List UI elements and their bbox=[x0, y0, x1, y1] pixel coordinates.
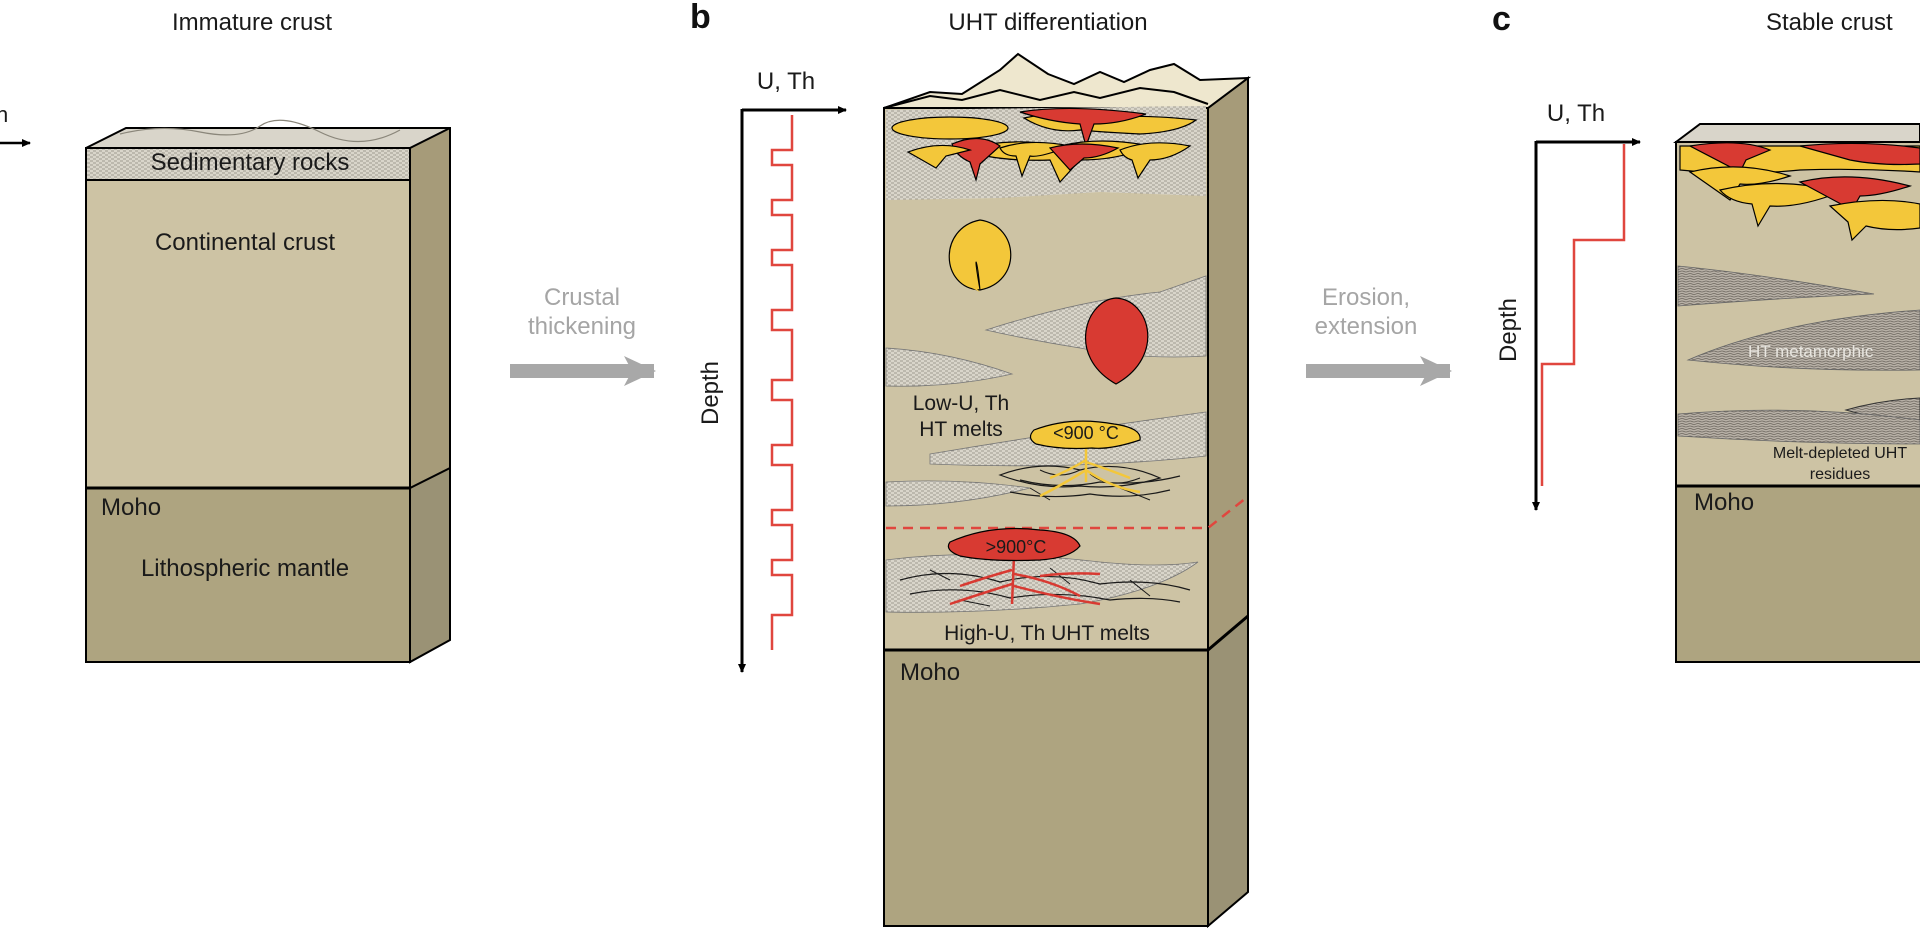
crustal-thickening-arrow: Crustal thickening bbox=[510, 284, 656, 386]
continental-crust bbox=[85, 179, 411, 489]
panel-b-yellow-pluton bbox=[948, 219, 1012, 291]
arrow-2-line1: Erosion, bbox=[1322, 284, 1410, 311]
panel-c-y-axis-label: Depth bbox=[1495, 298, 1522, 362]
moho-label-c: Moho bbox=[1694, 489, 1754, 516]
panel-c-residue-band bbox=[1677, 409, 1920, 445]
panel-b: b UHT differentiation U, Th Depth bbox=[690, 0, 1252, 928]
arrow-1-line2: thickening bbox=[528, 313, 636, 340]
panel-c-gneiss-lens-1 bbox=[1677, 265, 1875, 307]
panel-a-clipped-axis: h bbox=[0, 102, 31, 147]
panel-b-y-axis-label: Depth bbox=[697, 361, 724, 425]
panel-c-profile-plot: U, Th Depth bbox=[1495, 100, 1641, 511]
panel-b-letter: b bbox=[690, 0, 711, 36]
sedimentary-label: Sedimentary rocks bbox=[151, 149, 350, 176]
panel-b-ht-melt-network bbox=[998, 420, 1181, 501]
mantle-label: Lithospheric mantle bbox=[141, 555, 349, 582]
erosion-extension-arrow: Erosion, extension bbox=[1306, 284, 1452, 386]
panel-c: c Stable crust U, Th Depth bbox=[1492, 0, 1920, 663]
panel-c-title: Stable crust bbox=[1766, 9, 1893, 36]
residues-label-2: residues bbox=[1810, 466, 1870, 483]
continental-crust-label: Continental crust bbox=[155, 229, 335, 256]
panel-b-mountains bbox=[883, 52, 1252, 109]
panel-b-isotherm-line bbox=[886, 497, 1247, 530]
panel-c-top-melts bbox=[1679, 142, 1920, 242]
residues-label-1: Melt-depleted UHT bbox=[1773, 445, 1908, 462]
moho-label-a: Moho bbox=[101, 494, 161, 521]
panel-a-block bbox=[85, 119, 451, 664]
panel-c-letter: c bbox=[1492, 0, 1511, 38]
svg-text:h: h bbox=[0, 102, 8, 127]
panel-b-block: Low-U, Th HT melts <900 °C >900°C High-U… bbox=[883, 52, 1252, 928]
panel-a: Immature crust h Sedimentary rocks Conti… bbox=[0, 9, 451, 664]
panel-a-title: Immature crust bbox=[172, 9, 332, 36]
arrow-1-line1: Crustal bbox=[544, 284, 620, 311]
panel-b-profile-plot: U, Th Depth bbox=[697, 68, 847, 673]
panel-b-mid-lens-2 bbox=[885, 347, 1014, 387]
panel-c-block: HT metamorphic Melt-depleted UHT residue… bbox=[1673, 123, 1920, 663]
panel-b-x-axis-label: U, Th bbox=[757, 68, 815, 95]
panel-b-mantle bbox=[883, 649, 1209, 927]
temp-low-label: <900 °C bbox=[1053, 423, 1119, 443]
panel-b-uht-melt-network bbox=[899, 527, 1191, 607]
panel-c-x-axis-label: U, Th bbox=[1547, 100, 1605, 127]
panel-c-mantle bbox=[1675, 485, 1920, 663]
temp-high-label: >900°C bbox=[986, 537, 1047, 557]
panel-b-top-melts bbox=[891, 107, 1198, 184]
arrow-2-line2: extension bbox=[1315, 313, 1418, 340]
panel-b-red-pluton bbox=[1085, 297, 1149, 385]
panel-c-ht-hint-label: HT metamorphic bbox=[1748, 342, 1874, 361]
panel-b-uth-profile bbox=[770, 115, 794, 650]
panel-c-gneiss-lens-2 bbox=[1686, 309, 1920, 371]
panel-b-title: UHT differentiation bbox=[948, 9, 1147, 36]
sediment-layer bbox=[85, 147, 411, 181]
panel-b-mid-lens-4 bbox=[885, 480, 1031, 507]
low-melts-label-1: Low-U, Th bbox=[913, 392, 1009, 415]
lithospheric-mantle bbox=[85, 487, 411, 663]
high-melts-label: High-U, Th UHT melts bbox=[944, 622, 1150, 645]
moho-label-b: Moho bbox=[900, 659, 960, 686]
low-melts-label-2: HT melts bbox=[919, 418, 1003, 441]
panel-c-uth-profile bbox=[1540, 144, 1626, 486]
